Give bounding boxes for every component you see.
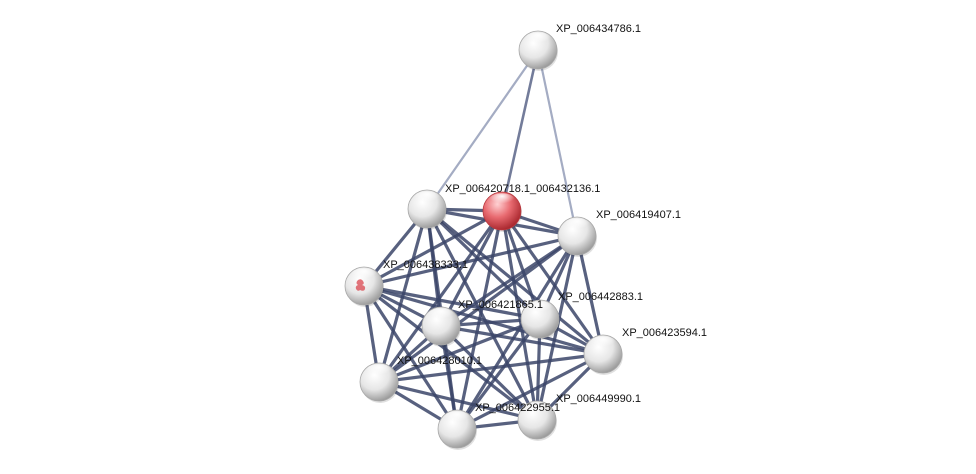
interaction-edge[interactable]: [362, 234, 579, 288]
node-highlight: [488, 193, 516, 208]
node-label: XP_006449990.1: [556, 393, 641, 405]
protein-node[interactable]: [421, 306, 461, 347]
node-label: XP_006422955.1: [475, 402, 560, 414]
node-highlight: [526, 301, 554, 316]
protein-structure-icon: [355, 279, 366, 291]
query-protein-node[interactable]: [482, 191, 522, 232]
protein-node[interactable]: [520, 299, 560, 340]
node-label: XP_006438333.1: [383, 259, 468, 271]
interaction-edge[interactable]: [377, 317, 542, 384]
interaction-edge[interactable]: [377, 380, 539, 422]
labels-layer: XP_006434786.1XP_006420718.1_006432136.1…: [383, 23, 707, 414]
protein-node[interactable]: [359, 362, 399, 403]
protein-node[interactable]: [518, 30, 558, 71]
interaction-edge[interactable]: [455, 317, 542, 431]
protein-node[interactable]: [517, 400, 557, 441]
interaction-edge[interactable]: [455, 352, 605, 431]
interaction-edge[interactable]: [439, 209, 504, 328]
node-highlight: [443, 411, 471, 426]
node-highlight: [413, 191, 441, 206]
node-highlight: [524, 32, 552, 47]
node-highlight: [589, 336, 617, 351]
node-label: XP_006428010.1: [397, 355, 482, 367]
interaction-edge[interactable]: [362, 284, 459, 431]
interaction-edge[interactable]: [500, 209, 605, 356]
protein-node[interactable]: [344, 266, 384, 307]
protein-node[interactable]: [583, 334, 623, 375]
interaction-edge[interactable]: [425, 207, 539, 422]
interaction-edge[interactable]: [536, 48, 579, 238]
interaction-edge[interactable]: [439, 324, 605, 356]
interaction-edge[interactable]: [575, 234, 605, 356]
node-label: XP_006419407.1: [596, 209, 681, 221]
interaction-edge[interactable]: [362, 284, 542, 321]
node-highlight: [523, 402, 551, 417]
node-highlight: [563, 218, 591, 233]
interaction-edge[interactable]: [425, 48, 540, 211]
interaction-edge[interactable]: [425, 207, 542, 321]
node-highlight: [427, 308, 455, 323]
node-label: XP_006442883.1: [558, 291, 643, 303]
interaction-edge[interactable]: [377, 352, 605, 384]
node-label: XP_006420718.1_006432136.1: [445, 183, 600, 195]
interaction-edge[interactable]: [362, 284, 605, 356]
node-label: XP_006434786.1: [556, 23, 641, 35]
protein-node[interactable]: [407, 189, 447, 230]
protein-node[interactable]: [557, 216, 597, 257]
interaction-edge[interactable]: [439, 324, 539, 422]
nodes-layer: [344, 30, 623, 450]
node-label: XP_006423594.1: [622, 327, 707, 339]
node-highlight: [365, 364, 393, 379]
interaction-edge[interactable]: [500, 48, 540, 213]
node-highlight: [350, 268, 378, 283]
node-label: XP_006421865.1: [458, 299, 543, 311]
interaction-edge[interactable]: [455, 234, 579, 431]
protein-node[interactable]: [437, 409, 477, 450]
